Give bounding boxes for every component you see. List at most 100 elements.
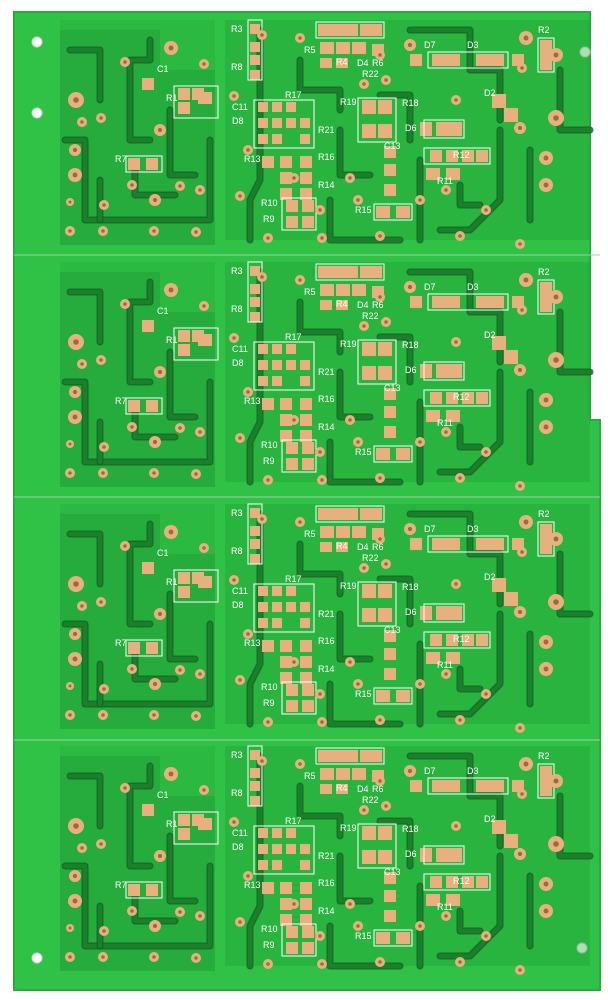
through-hole-drill bbox=[72, 631, 78, 637]
silkscreen-label: C1 bbox=[157, 64, 169, 74]
smd-pad bbox=[300, 914, 312, 926]
smd-pad bbox=[432, 538, 460, 550]
through-hole-drill bbox=[553, 536, 559, 542]
smd-pad bbox=[384, 388, 396, 400]
smd-pad bbox=[320, 768, 334, 780]
smd-pad bbox=[280, 882, 292, 894]
copper-trace-core bbox=[298, 542, 342, 596]
smd-pad bbox=[492, 578, 506, 592]
through-hole-drill bbox=[246, 632, 250, 636]
smd-pad bbox=[420, 848, 432, 862]
silkscreen-label: R16 bbox=[318, 394, 335, 404]
silkscreen-label: R6 bbox=[372, 300, 384, 310]
through-hole-drill bbox=[543, 639, 549, 645]
through-hole-drill bbox=[102, 929, 106, 933]
copper-trace-core bbox=[68, 532, 102, 586]
through-hole-drill bbox=[378, 718, 382, 722]
through-hole-drill bbox=[72, 147, 78, 153]
smd-pad bbox=[378, 342, 392, 356]
smd-pad bbox=[352, 526, 366, 538]
through-hole-drill bbox=[157, 611, 163, 617]
through-hole-drill bbox=[152, 923, 158, 929]
silkscreen-outline bbox=[427, 777, 509, 795]
silkscreen-label: R4 bbox=[336, 299, 348, 309]
silkscreen-outline bbox=[357, 581, 397, 627]
silkscreen-label: D4 bbox=[357, 784, 369, 794]
through-hole-drill bbox=[72, 898, 78, 904]
through-hole-drill bbox=[484, 208, 488, 212]
silkscreen-label: R16 bbox=[318, 152, 335, 162]
through-hole-drill bbox=[152, 681, 158, 687]
smd-pad bbox=[178, 88, 190, 100]
silkscreen-outline bbox=[315, 505, 385, 523]
smd-pad bbox=[272, 344, 282, 354]
copper-trace-core bbox=[408, 512, 502, 606]
through-hole-drill bbox=[523, 35, 529, 41]
smd-pad bbox=[378, 584, 392, 598]
smd-pad bbox=[336, 42, 350, 54]
through-hole-drill bbox=[298, 278, 302, 282]
through-hole-drill bbox=[292, 660, 296, 664]
through-hole-drill bbox=[168, 529, 174, 535]
through-hole-drill bbox=[348, 176, 352, 180]
smd-pad bbox=[286, 200, 298, 212]
smd-pad bbox=[250, 266, 260, 276]
smd-pad bbox=[280, 414, 292, 426]
smd-pad bbox=[302, 684, 314, 696]
smd-pad bbox=[504, 592, 518, 606]
smd-pad bbox=[504, 108, 518, 122]
through-hole-drill bbox=[407, 526, 413, 532]
smd-pad bbox=[286, 844, 296, 854]
through-hole-drill bbox=[73, 339, 79, 345]
silkscreen-label: C11 bbox=[232, 102, 248, 112]
through-hole-drill bbox=[320, 478, 324, 482]
smd-pad bbox=[300, 360, 310, 370]
smd-pad bbox=[540, 766, 552, 796]
through-hole-drill bbox=[194, 714, 198, 718]
smd-pad bbox=[446, 392, 458, 404]
silkscreen-label: R5 bbox=[304, 287, 316, 297]
through-hole-drill bbox=[318, 208, 322, 212]
smd-pad bbox=[300, 172, 312, 184]
through-hole-drill bbox=[362, 808, 366, 812]
smd-pad bbox=[272, 860, 282, 870]
smd-pad bbox=[384, 164, 396, 176]
smd-pad bbox=[378, 850, 392, 864]
through-hole-drill bbox=[238, 920, 242, 924]
smd-pad bbox=[300, 882, 312, 894]
through-hole-drill bbox=[194, 472, 198, 476]
smd-pad bbox=[476, 54, 504, 66]
silkscreen-label: R19 bbox=[340, 97, 357, 107]
smd-pad bbox=[446, 634, 458, 646]
smd-pad bbox=[286, 458, 298, 470]
smd-pad bbox=[300, 430, 312, 442]
smd-pad bbox=[426, 168, 440, 180]
silkscreen-outline bbox=[373, 929, 413, 947]
through-hole-drill bbox=[407, 284, 413, 290]
through-hole-drill bbox=[356, 682, 360, 686]
through-hole-drill bbox=[246, 874, 250, 878]
smd-pad bbox=[128, 158, 140, 170]
silkscreen-outline bbox=[373, 687, 413, 705]
smd-pad bbox=[540, 282, 552, 312]
silkscreen-label: D7 bbox=[424, 524, 436, 534]
copper-trace-core bbox=[458, 425, 482, 449]
smd-pad bbox=[540, 524, 552, 554]
smd-pad bbox=[128, 642, 140, 654]
silkscreen-label: D3 bbox=[467, 282, 479, 292]
silkscreen-outline bbox=[281, 923, 317, 957]
smd-pad bbox=[272, 618, 282, 628]
silkscreen-label: C13 bbox=[384, 867, 401, 877]
smd-pad bbox=[336, 284, 350, 296]
through-hole-drill bbox=[101, 713, 105, 717]
silkscreen-label: R17 bbox=[285, 574, 302, 584]
smd-pad bbox=[272, 360, 282, 370]
silkscreen-outline bbox=[125, 639, 163, 657]
through-hole-drill bbox=[454, 582, 458, 586]
silkscreen-label: R9 bbox=[263, 214, 275, 224]
silkscreen-label: D8 bbox=[232, 358, 244, 368]
smd-pad bbox=[384, 872, 396, 884]
smd-pad bbox=[476, 538, 504, 550]
silkscreen-label: R4 bbox=[336, 541, 348, 551]
